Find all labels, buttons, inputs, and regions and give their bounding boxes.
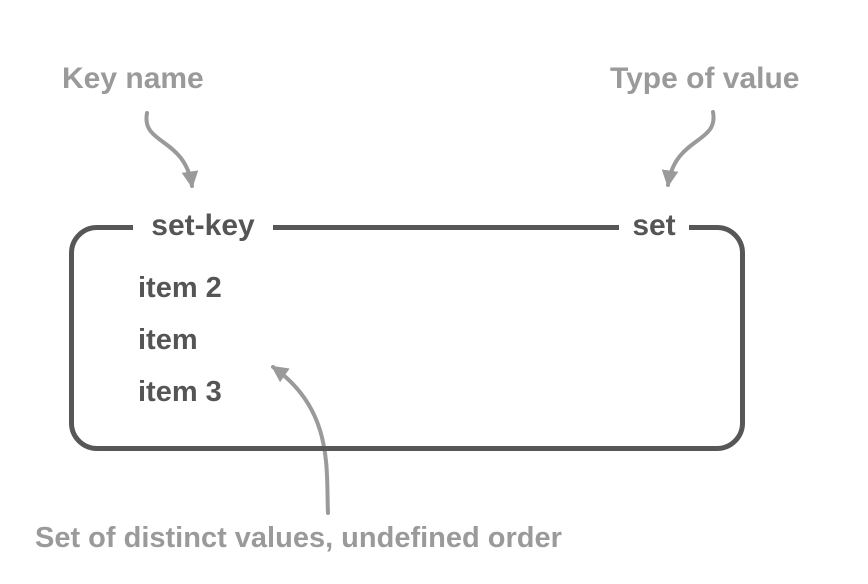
set-item: item 2 xyxy=(138,271,222,304)
box-key-name-label: set-key xyxy=(133,204,273,248)
key-name-arrow-icon xyxy=(144,111,199,189)
set-item: item xyxy=(138,323,198,356)
bottom-caption: Set of distinct values, undefined order xyxy=(35,522,562,554)
type-of-value-arrow-icon xyxy=(661,110,716,188)
set-item: item 3 xyxy=(138,375,222,408)
set-items-list: item 2 item item 3 xyxy=(138,270,222,426)
caption-arrow-icon xyxy=(271,365,330,515)
key-name-annotation: Key name xyxy=(62,62,204,95)
type-of-value-annotation: Type of value xyxy=(610,62,800,95)
set-box xyxy=(69,225,745,451)
box-value-type-label: set xyxy=(619,204,689,248)
